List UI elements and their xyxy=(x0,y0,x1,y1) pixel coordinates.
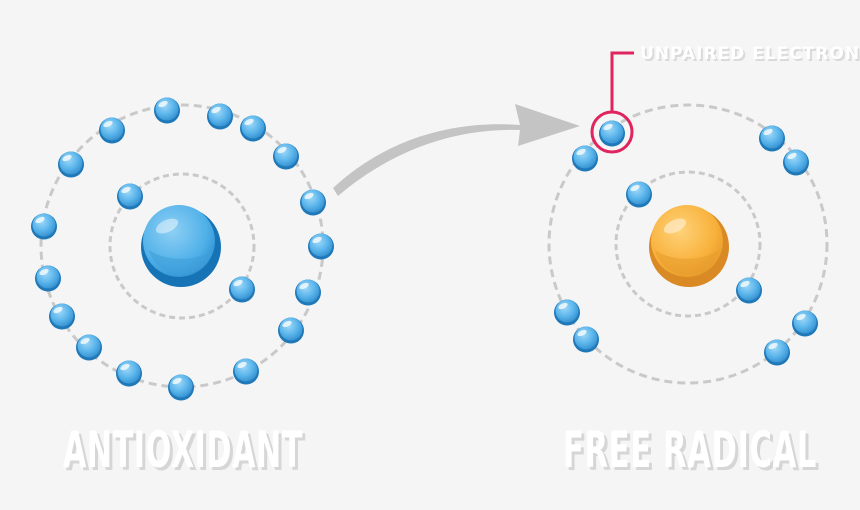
antioxidant-inner-orbit xyxy=(108,172,256,320)
antioxidant-electrons xyxy=(31,97,334,401)
callout-label-shadow: UNPAIRED ELECTRON xyxy=(642,46,860,66)
antioxidant-atom xyxy=(31,97,334,401)
free-radical-inner-electron xyxy=(626,181,652,208)
antioxidant-outer-electron xyxy=(49,303,75,330)
free-radical-outer-electron xyxy=(554,299,580,326)
antioxidant-outer-electron xyxy=(116,360,142,387)
free-radical-outer-electron xyxy=(783,149,809,176)
free-radical-outer-electron xyxy=(572,145,598,172)
callout-leader-line xyxy=(610,51,634,112)
antioxidant-outer-electron xyxy=(240,115,266,142)
antioxidant-outer-electron xyxy=(273,143,299,170)
antioxidant-nucleus xyxy=(141,205,221,287)
free-radical-nucleus xyxy=(649,205,729,287)
antioxidant-outer-electron xyxy=(35,265,61,292)
free-radical-outer-electron xyxy=(764,339,790,366)
antioxidant-outer-electron xyxy=(31,213,57,240)
antioxidant-outer-electron xyxy=(99,117,125,144)
antioxidant-inner-electron xyxy=(117,183,143,210)
unpaired-electron-callout: UNPAIRED ELECTRON UNPAIRED ELECTRON xyxy=(590,44,860,154)
antioxidant-outer-electron xyxy=(278,317,304,344)
callout-label: UNPAIRED ELECTRON xyxy=(640,44,860,64)
antioxidant-label: ANTIOXIDANT xyxy=(63,421,303,479)
antioxidant-outer-electron xyxy=(308,233,334,260)
unpaired-electron xyxy=(599,120,625,147)
antioxidant-outer-electron xyxy=(207,103,233,130)
free-radical-outer-electron xyxy=(759,125,785,152)
antioxidant-outer-electron xyxy=(233,358,259,385)
antioxidant-outer-electron xyxy=(154,97,180,124)
free-radical-outer-electron xyxy=(573,326,599,353)
antioxidant-outer-electron xyxy=(300,189,326,216)
free-radical-outer-orbit xyxy=(547,103,829,385)
antioxidant-outer-electron xyxy=(76,334,102,361)
free-radical-inner-electron xyxy=(736,277,762,304)
free-radical-label: FREE RADICAL xyxy=(563,421,817,479)
antioxidant-outer-electron xyxy=(58,151,84,178)
free-radical-label-shadow: FREE RADICAL xyxy=(566,424,820,482)
antioxidant-label-shadow: ANTIOXIDANT xyxy=(66,424,306,482)
antioxidant-inner-electron xyxy=(229,276,255,303)
antioxidant-outer-electron xyxy=(295,279,321,306)
free-radical-electrons xyxy=(554,120,818,366)
free-radical-atom xyxy=(547,103,829,385)
transfer-arrow xyxy=(333,104,580,196)
free-radical-inner-orbit xyxy=(614,170,762,318)
free-radical-outer-electron xyxy=(792,310,818,337)
antioxidant-outer-electron xyxy=(168,374,194,401)
